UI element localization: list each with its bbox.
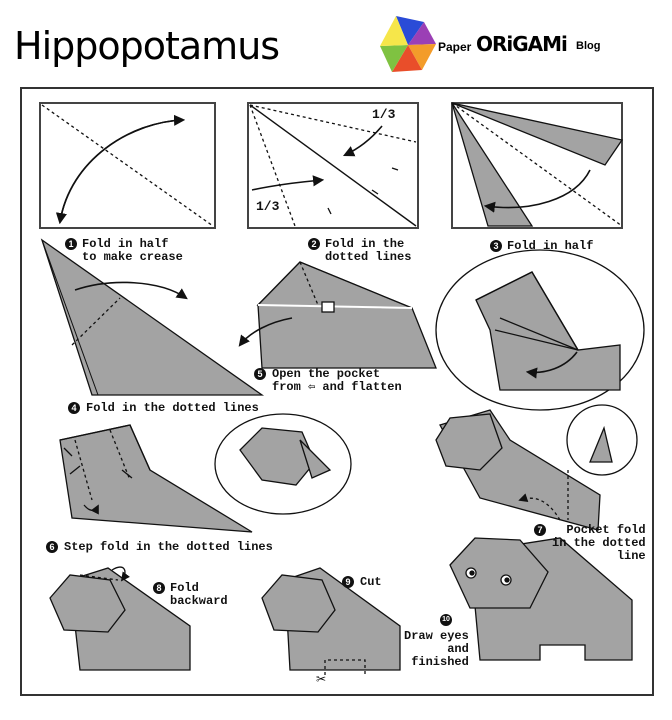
step-2-number: 2 bbox=[308, 238, 320, 250]
step-1-number: 1 bbox=[65, 238, 77, 250]
step-4-number: 4 bbox=[68, 402, 80, 414]
step-5-number: 5 bbox=[254, 368, 266, 380]
step-3-label: Fold in half bbox=[507, 239, 594, 253]
page-title: Hippopotamus bbox=[14, 24, 280, 68]
fraction-top-right: 1/3 bbox=[372, 107, 396, 122]
step-9-illustration bbox=[261, 567, 401, 675]
step-1-illustration bbox=[39, 102, 216, 229]
step-6-label: Step fold in the dotted lines bbox=[64, 540, 273, 554]
step-6-detail bbox=[214, 413, 352, 515]
brand-blog: Blog bbox=[576, 40, 601, 52]
step-10-number: 10 bbox=[440, 614, 452, 626]
step-2-illustration bbox=[247, 102, 419, 229]
step-2-label: Fold in the dotted lines bbox=[325, 237, 412, 264]
step-10-illustration bbox=[449, 537, 633, 661]
step-8-illustration bbox=[49, 566, 191, 671]
step-5-illustration bbox=[238, 261, 437, 369]
step-3-number: 3 bbox=[490, 240, 502, 252]
step-10-label: Draw eyes and finished bbox=[404, 629, 469, 669]
scissors-icon: ✂ bbox=[316, 672, 327, 686]
brand-paper: Paper bbox=[438, 40, 472, 54]
step-5-label: Open the pocket from ⇦ and flatten bbox=[272, 367, 402, 394]
step-9-number: 9 bbox=[342, 576, 354, 588]
brand-logo[interactable]: Paper ORiGAMi Blog bbox=[378, 14, 618, 82]
step-9-label: Cut bbox=[360, 575, 382, 589]
pinwheel-logo-icon bbox=[380, 16, 436, 72]
step-7-label: Pocket fold in the dotted line bbox=[552, 523, 646, 563]
fraction-left: 1/3 bbox=[256, 199, 280, 214]
step-8-number: 8 bbox=[153, 582, 165, 594]
step-6-number: 6 bbox=[46, 541, 58, 553]
step-1-label: Fold in half to make crease bbox=[82, 237, 183, 264]
step-7-number: 7 bbox=[534, 524, 546, 536]
step-6-illustration bbox=[59, 424, 253, 533]
step-4-label: Fold in the dotted lines bbox=[86, 401, 259, 415]
instructions-frame bbox=[20, 87, 654, 696]
step-5-detail bbox=[435, 249, 645, 411]
step-7-illustration bbox=[435, 404, 638, 531]
step-8-label: Fold backward bbox=[170, 581, 228, 608]
step-3-illustration bbox=[451, 102, 624, 229]
brand-origami: ORiGAMi bbox=[476, 32, 568, 56]
step-4-illustration bbox=[40, 238, 265, 396]
